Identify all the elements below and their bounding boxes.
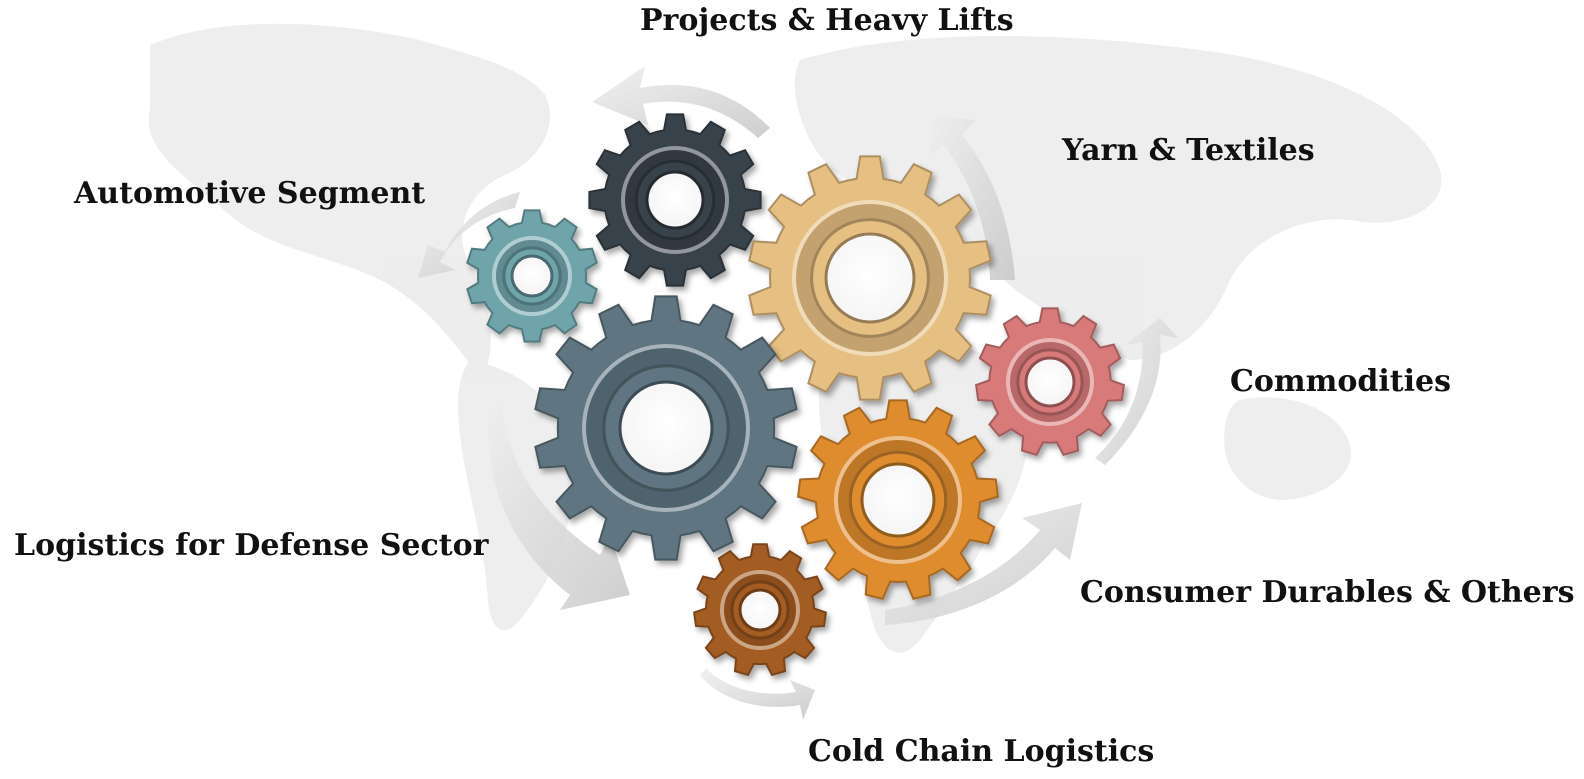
gear-automotive [466,209,598,343]
gears-layer [466,113,1126,677]
arrow-bottom [700,668,815,720]
arrow-top-right [928,115,1015,280]
cycle-arrows [418,66,1178,720]
label-consumer-durables: Consumer Durables & Others [1080,575,1575,610]
label-yarn-textiles: Yarn & Textiles [1062,133,1315,168]
arrow-top-left [592,66,770,138]
label-commodities: Commodities [1230,364,1451,399]
label-automotive-segment: Automotive Segment [74,176,426,211]
gear-consumer [797,399,999,600]
arrow-bottom-right [885,503,1082,625]
label-defense-logistics: Logistics for Defense Sector [14,528,489,563]
gear-projects [588,113,762,287]
arrow-left [418,192,520,278]
gear-defense [534,295,798,561]
label-cold-chain-logistics: Cold Chain Logistics [808,734,1155,769]
arrow-bottom-left [487,398,630,610]
gear-yarn [748,155,992,401]
arrow-right [1095,318,1178,465]
label-projects-heavy-lifts: Projects & Heavy Lifts [640,3,1014,38]
gear-cold-chain [692,543,828,677]
gear-commodities [974,307,1126,456]
